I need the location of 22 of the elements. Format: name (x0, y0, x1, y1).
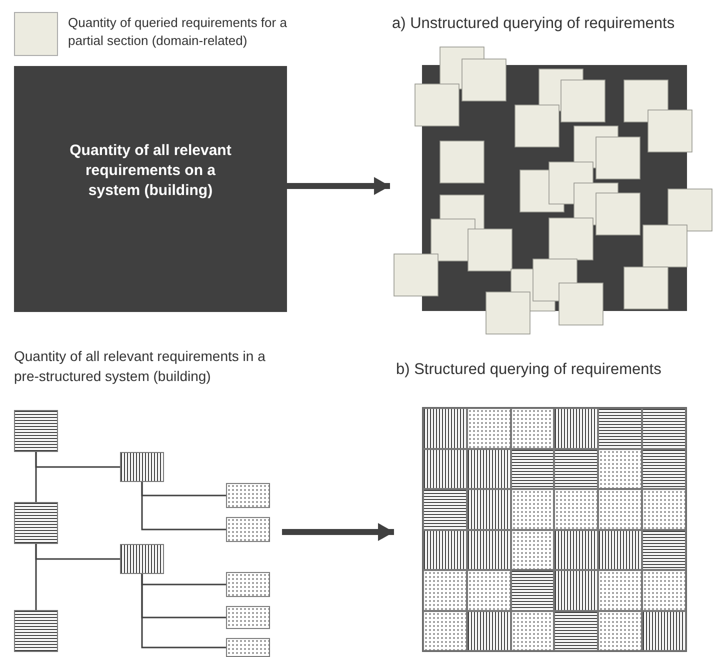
system-label: Quantity of all relevant requirements on a system (building) (68, 141, 232, 201)
arrow (287, 177, 390, 195)
connector-line (35, 544, 120, 560)
tree-heading: Quantity of all relevant requirements in a pre-structured system (building) (14, 347, 266, 386)
vertical-hatched-box (120, 544, 164, 574)
panel-heading: b) Structured querying of requirements (396, 360, 662, 380)
dotted-box (226, 638, 270, 657)
horizontal-hatched-box (14, 610, 58, 652)
horizontal-hatched-box (14, 410, 58, 452)
horizontal-hatched-box (14, 502, 58, 544)
connector-line (35, 452, 120, 468)
dotted-box (226, 572, 270, 597)
arrow (282, 523, 394, 541)
panel-heading: a) Unstructured querying of requirements (392, 14, 675, 34)
dotted-box (226, 517, 270, 542)
dotted-box (226, 606, 270, 629)
connector-line (141, 482, 226, 530)
connector-line (141, 574, 226, 648)
legend-text: Quantity of queried requirements for a partial section (domain-related) (68, 14, 288, 50)
system-area (14, 66, 287, 312)
dotted-box (226, 483, 270, 508)
vertical-hatched-box (120, 452, 164, 482)
